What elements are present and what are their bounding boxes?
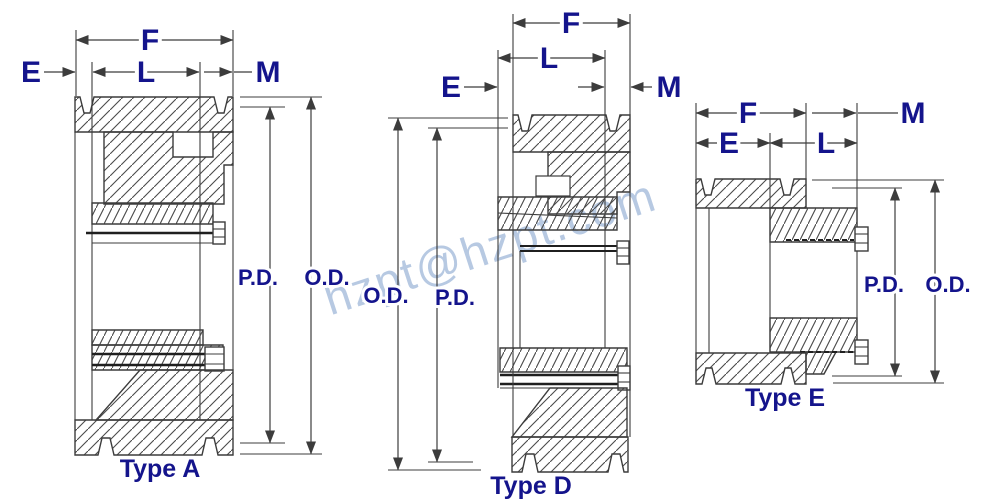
- dim-label-e-type-d: E: [441, 71, 461, 104]
- caption-type-a: Type A: [120, 455, 201, 483]
- dim-label-l-type-d: L: [540, 42, 558, 75]
- dim-label-e-type-e: E: [719, 127, 739, 160]
- type-e-figure: F M E L: [695, 93, 974, 412]
- caption-type-d: Type D: [490, 472, 572, 500]
- dim-label-m-type-e: M: [901, 97, 926, 130]
- pitch-diameter-label-type-a: P.D.: [238, 265, 278, 290]
- cap-screw-lower-type-e: [854, 339, 869, 365]
- cap-screw-lower-type-d: [617, 365, 631, 391]
- type-e-cross-section: [695, 178, 869, 385]
- cap-screw-upper-type-e: [854, 226, 869, 252]
- type-d-cross-section: [497, 114, 631, 473]
- dim-label-f-type-a: F: [141, 24, 159, 57]
- dim-label-f-type-e: F: [739, 97, 757, 130]
- dim-label-m-type-a: M: [256, 56, 281, 89]
- dim-label-l-type-a: L: [137, 56, 155, 89]
- dim-label-e-type-a: E: [21, 56, 41, 89]
- pitch-diameter-label-type-e: P.D.: [864, 272, 904, 297]
- dim-label-f-type-d: F: [562, 7, 580, 40]
- pitch-diameter-label-type-d: P.D.: [435, 285, 475, 310]
- cap-screw-lower-type-a: [204, 346, 225, 372]
- cap-screw-upper-type-a: [212, 221, 226, 245]
- type-a-cross-section: [74, 96, 234, 456]
- outside-diameter-label-type-a: O.D.: [304, 265, 349, 290]
- outside-diameter-label-type-d: O.D.: [363, 283, 408, 308]
- outside-diameter-label-type-e: O.D.: [925, 272, 970, 297]
- type-a-figure: F E L M: [17, 20, 353, 483]
- type-d-figure: F L E M: [360, 3, 685, 500]
- caption-type-e: Type E: [745, 384, 825, 412]
- dim-label-l-type-e: L: [817, 127, 835, 160]
- dim-label-m-type-d: M: [657, 71, 682, 104]
- cap-screw-upper-type-d: [616, 240, 630, 265]
